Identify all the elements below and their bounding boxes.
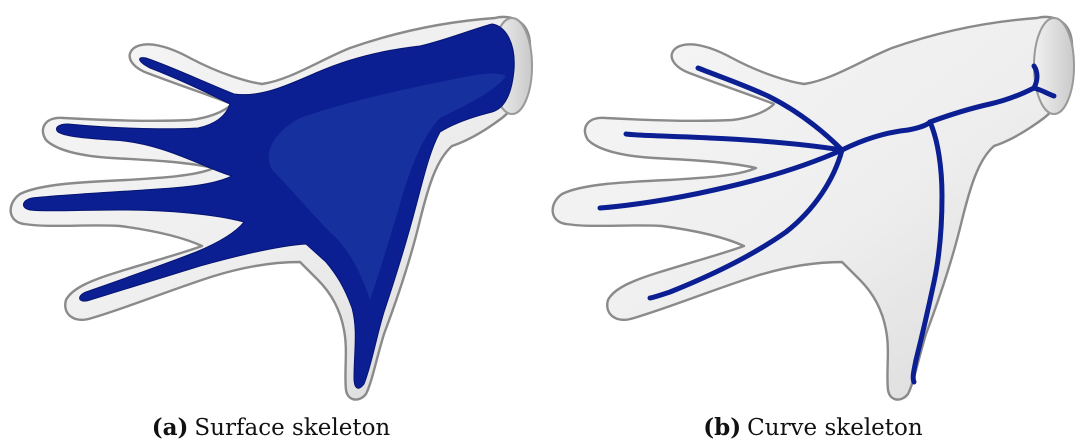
surface-skeleton-image	[0, 0, 542, 410]
caption-b-text: Curve skeleton	[747, 415, 923, 441]
curve-skeleton-image	[542, 0, 1084, 410]
caption-a-label: (a)	[152, 414, 189, 441]
wrist-cap	[1034, 18, 1074, 114]
caption-b: (b)Curve skeleton	[542, 414, 1084, 444]
subfigure-a	[0, 0, 542, 410]
subfigure-b	[542, 0, 1084, 410]
caption-a-text: Surface skeleton	[194, 415, 390, 441]
caption-b-label: (b)	[703, 414, 741, 441]
caption-a: (a)Surface skeleton	[0, 414, 542, 444]
surface-skeleton	[23, 24, 514, 388]
